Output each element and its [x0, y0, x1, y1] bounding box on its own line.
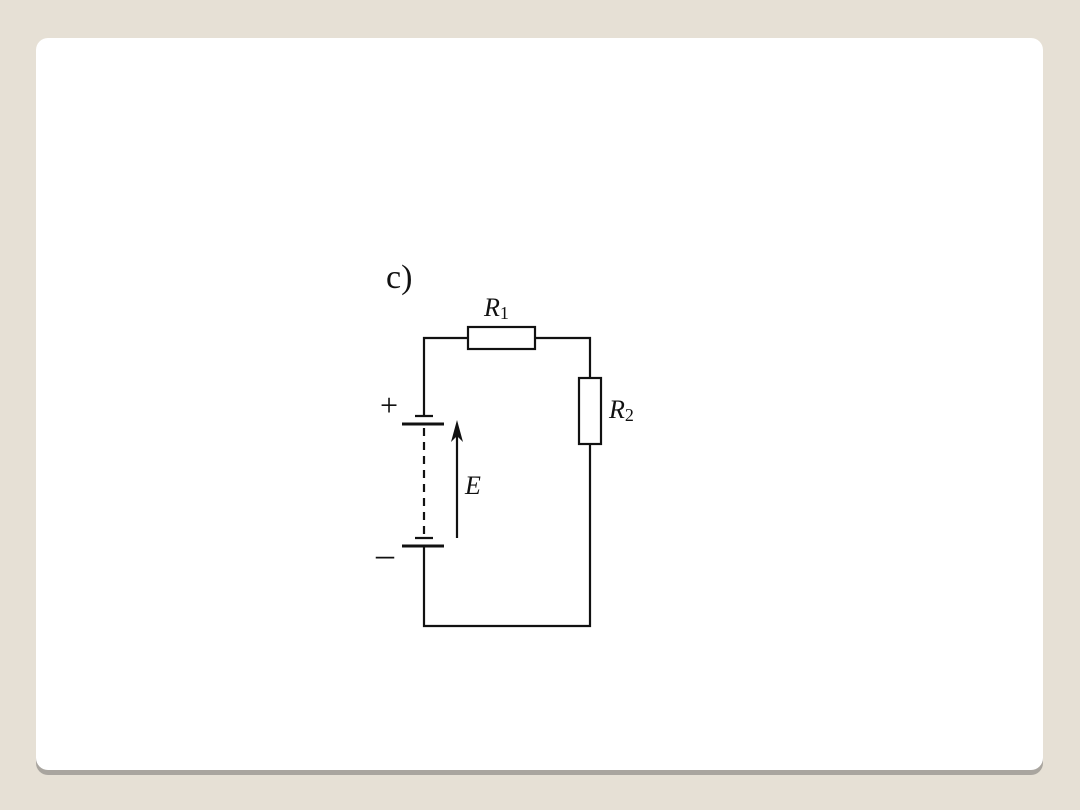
wire-top-left [422, 336, 468, 416]
emf-arrow-head [451, 420, 463, 442]
wire-top-right [535, 336, 592, 378]
part-label: c) [386, 259, 412, 296]
resistor-r2-symbol: R [608, 395, 625, 424]
resistor-r2-label: R2 [608, 395, 634, 425]
resistor-r1-symbol: R [483, 293, 500, 322]
resistor-r2 [577, 376, 603, 446]
circuit-diagram: c) R1 R2 + – E [375, 259, 634, 628]
plus-sign: + [380, 387, 398, 423]
resistor-r2-subscript: 2 [625, 405, 634, 425]
minus-sign: – [375, 534, 395, 574]
emf-label: E [464, 471, 481, 500]
resistor-r1-label: R1 [483, 293, 509, 323]
resistor-r1-subscript: 1 [500, 303, 509, 323]
wire-bottom [422, 444, 592, 628]
slide: c) R1 R2 + – E [36, 38, 1043, 770]
resistor-r1 [466, 325, 537, 351]
